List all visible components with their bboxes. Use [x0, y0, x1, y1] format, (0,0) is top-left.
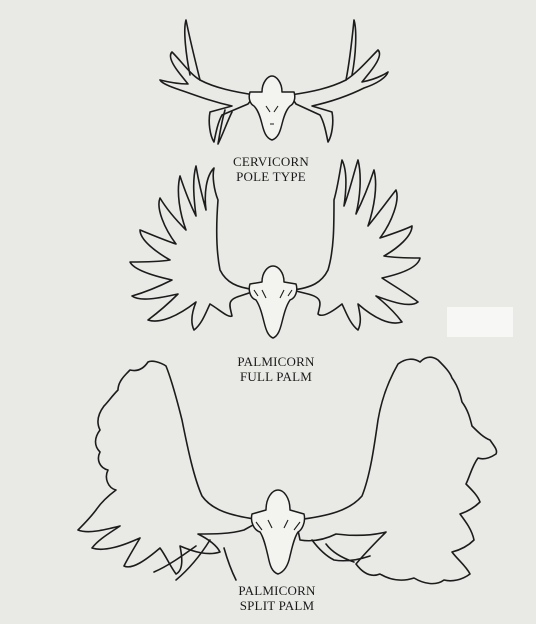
full-palm-label-line1: PALMICORN: [176, 354, 376, 369]
full-palm-right-antler: [292, 160, 420, 330]
split-palm-antlers: [78, 357, 497, 583]
split-palm-label-line2: SPLIT PALM: [177, 598, 377, 613]
split-palm-left-antler: [78, 361, 262, 574]
full-palm-antlers: [130, 160, 420, 338]
cervicorn-right-antler: [290, 50, 388, 142]
cervicorn-right-tine-tall: [346, 20, 356, 80]
cervicorn-label-line2: POLE TYPE: [171, 169, 371, 184]
full-palm-skull: [249, 266, 297, 338]
full-palm-label: PALMICORN FULL PALM: [176, 354, 376, 384]
cervicorn-label-line1: CERVICORN: [171, 154, 371, 169]
cervicorn-skull: [249, 76, 295, 140]
cervicorn-left-antler: [160, 52, 255, 142]
split-palm-label: PALMICORN SPLIT PALM: [177, 583, 377, 613]
split-palm-label-line1: PALMICORN: [177, 583, 377, 598]
split-palm-left-lower-tines: [154, 540, 236, 580]
cervicorn-left-tine-front: [218, 110, 232, 144]
blank-patch: [447, 307, 513, 337]
cervicorn-pole-antlers: [160, 20, 388, 144]
cervicorn-label: CERVICORN POLE TYPE: [171, 154, 371, 184]
full-palm-left-antler: [130, 166, 258, 330]
full-palm-label-line2: FULL PALM: [176, 369, 376, 384]
split-palm-right-antler: [296, 357, 497, 583]
split-palm-right-inner-tines: [312, 540, 370, 562]
split-palm-skull: [251, 490, 304, 574]
cervicorn-left-tine-tall: [185, 20, 200, 80]
